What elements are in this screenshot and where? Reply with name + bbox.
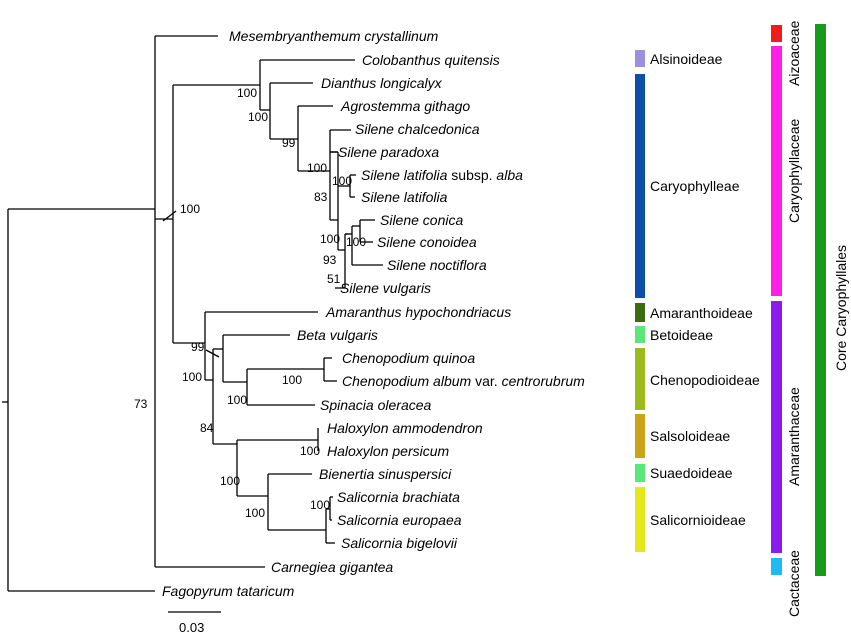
bootstrap-value: 100 <box>227 393 247 407</box>
bootstrap-value: 100 <box>346 235 366 249</box>
family-label-amaranthaceae: Amaranthaceae <box>786 387 802 486</box>
subfamily-label-salsoloideae: Salsoloideae <box>650 428 730 444</box>
family-bar-amaranthaceae <box>771 301 782 553</box>
subfamily-bar-alsinoideae <box>635 50 645 67</box>
bootstrap-value: 100 <box>307 161 327 175</box>
bootstrap-value: 100 <box>300 444 320 458</box>
taxon-label-salicornia-europaea: Salicornia europaea <box>337 512 462 528</box>
taxon-label-haloxylon-ammodendron: Haloxylon ammodendron <box>327 420 483 436</box>
bootstrap-values: 100 100 99 100 100 83 100 100 93 51 100 … <box>134 86 366 520</box>
taxon-label-colobanthus: Colobanthus quitensis <box>362 52 500 68</box>
bootstrap-value: 99 <box>282 136 296 150</box>
order-label-core-caryophyllales: Core Caryophyllales <box>833 245 849 371</box>
bootstrap-value: 100 <box>220 474 240 488</box>
bootstrap-value: 100 <box>320 232 340 246</box>
taxon-label-silene-paradoxa: Silene paradoxa <box>338 144 439 160</box>
taxon-label-dianthus: Dianthus longicalyx <box>321 75 443 91</box>
subfamily-label-amaranthoideae: Amaranthoideae <box>650 305 753 321</box>
taxon-label-spinacia: Spinacia oleracea <box>320 397 432 413</box>
subfamily-bar-salsoloideae <box>635 414 645 458</box>
taxon-label-carnegiea: Carnegiea gigantea <box>271 559 393 575</box>
subfamily-label-betoideae: Betoideae <box>650 327 713 343</box>
subfamily-bar-betoideae <box>635 326 645 343</box>
order-annotation: Core Caryophyllales <box>815 24 849 576</box>
bootstrap-value: 51 <box>327 272 341 286</box>
taxon-label-salicornia-brachiata: Salicornia brachiata <box>337 489 460 505</box>
family-bar-caryophyllaceae <box>771 46 782 296</box>
bootstrap-value: 100 <box>310 498 330 512</box>
taxon-label-silene-latifolia-alba: Silene latifolia subsp. alba <box>361 167 523 183</box>
order-bar-core-caryophyllales <box>815 24 826 576</box>
bootstrap-value: 100 <box>245 506 265 520</box>
taxon-label-silene-conoidea: Silene conoidea <box>377 234 477 250</box>
taxon-label-silene-noctiflora: Silene noctiflora <box>387 257 487 273</box>
family-bar-aizoaceae <box>771 25 782 42</box>
subfamily-bar-amaranthoideae <box>635 303 645 322</box>
family-label-cactaceae: Cactaceae <box>786 550 802 617</box>
bootstrap-value: 73 <box>134 397 148 411</box>
subfamily-label-chenopodioideae: Chenopodioideae <box>650 372 760 388</box>
subfamily-label-caryophylleae: Caryophylleae <box>650 178 740 194</box>
taxon-label-silene-vulgaris: Silene vulgaris <box>340 280 431 296</box>
taxon-label-salicornia-bigelovii: Salicornia bigelovii <box>341 535 458 551</box>
subfamily-bar-chenopodioideae <box>635 348 645 410</box>
bootstrap-value: 83 <box>314 190 328 204</box>
subfamily-bar-suaedoideae <box>635 464 645 482</box>
bootstrap-value: 100 <box>332 174 352 188</box>
taxon-label-chenopodium-album: Chenopodium album var. centrorubrum <box>342 373 585 389</box>
bootstrap-value: 100 <box>182 370 202 384</box>
bootstrap-value: 99 <box>191 340 205 354</box>
taxon-label-fagopyrum: Fagopyrum tataricum <box>162 583 295 599</box>
subfamily-label-alsinoideae: Alsinoideae <box>650 51 723 67</box>
scale-bar-label: 0.03 <box>179 620 204 635</box>
family-label-aizoaceae: Aizoaceae <box>786 20 802 86</box>
taxon-label-bienertia: Bienertia sinuspersici <box>319 466 452 482</box>
bootstrap-value: 100 <box>282 373 302 387</box>
taxon-label-beta: Beta vulgaris <box>297 327 378 343</box>
taxon-label-amaranthus: Amaranthus hypochondriacus <box>325 304 511 320</box>
family-label-caryophyllaceae: Caryophyllaceae <box>786 119 802 223</box>
bootstrap-value: 84 <box>200 421 214 435</box>
taxon-label-silene-conica: Silene conica <box>380 212 463 228</box>
taxon-label-chenopodium-quinoa: Chenopodium quinoa <box>342 350 475 366</box>
bootstrap-value: 93 <box>323 253 337 267</box>
bootstrap-value: 100 <box>248 110 268 124</box>
family-annotations: Aizoaceae Caryophyllaceae Amaranthaceae … <box>771 20 802 617</box>
taxon-label-silene-latifolia: Silene latifolia <box>361 189 448 205</box>
tree-branches <box>2 35 383 613</box>
subfamily-label-salicornioideae: Salicornioideae <box>650 512 746 528</box>
subfamily-label-suaedoideae: Suaedoideae <box>650 465 733 481</box>
taxon-labels: Mesembryanthemum crystallinum Colobanthu… <box>162 28 585 599</box>
taxon-label-mesembryanthemum: Mesembryanthemum crystallinum <box>229 28 439 44</box>
taxon-label-silene-chalcedonica: Silene chalcedonica <box>355 121 480 137</box>
taxon-label-haloxylon-persicum: Haloxylon persicum <box>327 443 449 459</box>
family-bar-cactaceae <box>771 558 782 575</box>
bootstrap-value: 100 <box>237 86 257 100</box>
subfamily-bar-caryophylleae <box>635 74 645 298</box>
taxon-label-agrostemma: Agrostemma githago <box>340 98 470 114</box>
subfamily-bar-salicornioideae <box>635 487 645 552</box>
subfamily-annotations: Alsinoideae Caryophylleae Amaranthoideae… <box>635 50 760 552</box>
bootstrap-value: 100 <box>180 202 200 216</box>
